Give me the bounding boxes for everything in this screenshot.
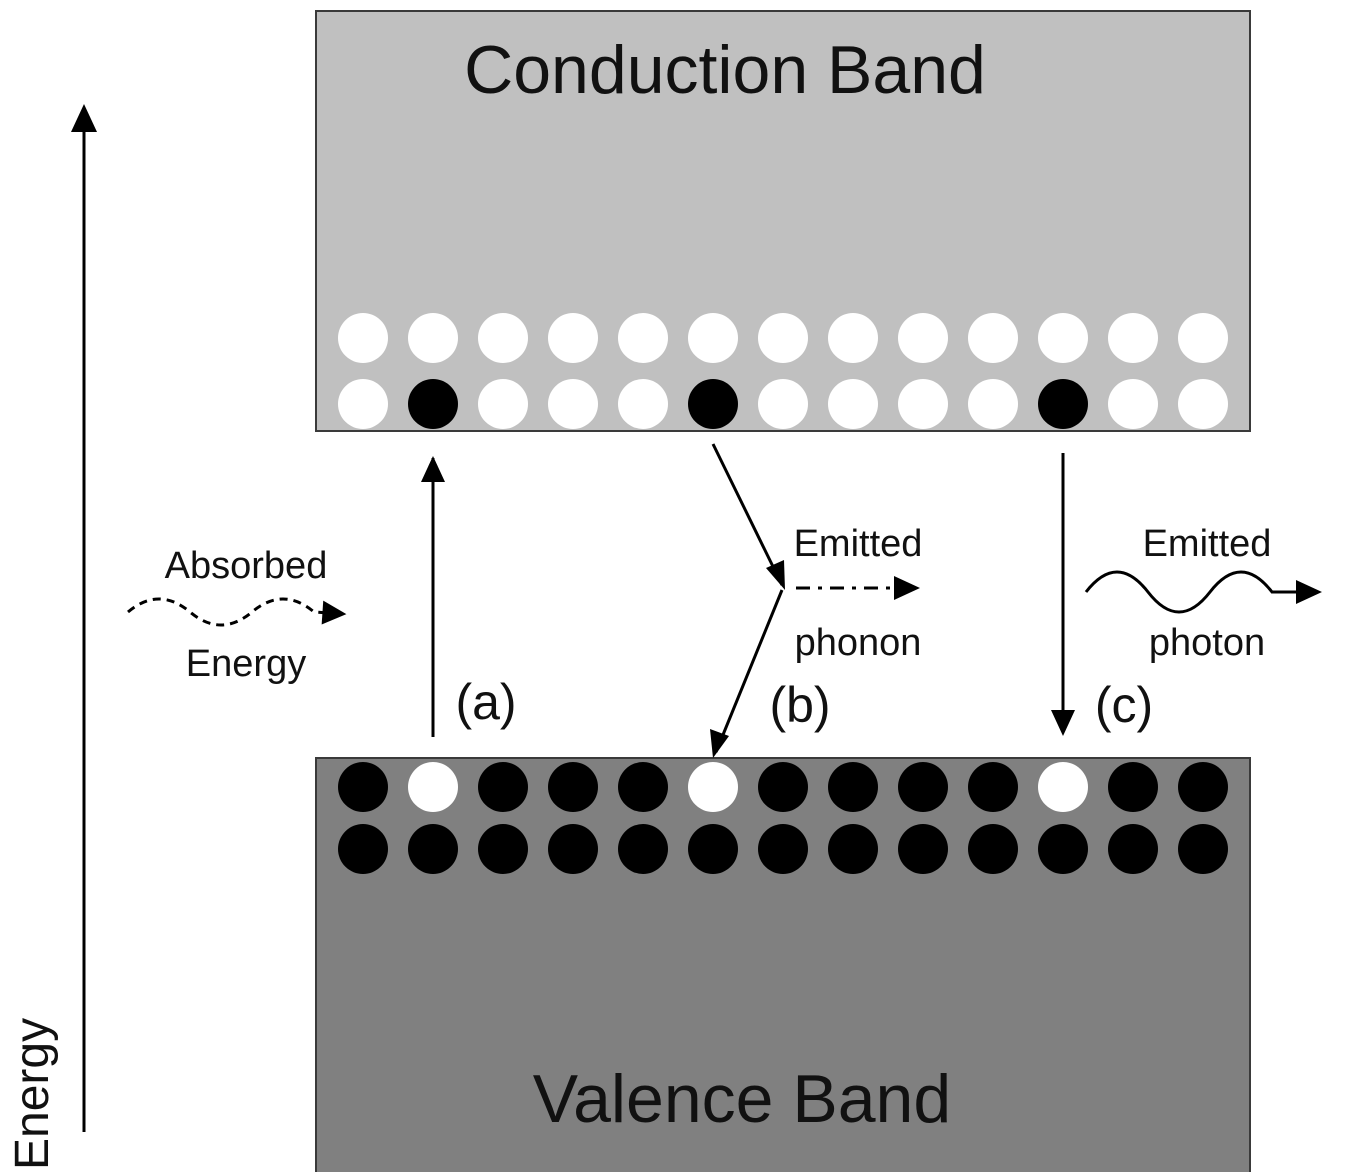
valence-electron	[478, 762, 528, 812]
conduction-state	[898, 379, 948, 429]
valence-electron	[548, 762, 598, 812]
conduction-band	[315, 10, 1251, 432]
valence-electron	[618, 762, 668, 812]
valence-electron	[968, 762, 1018, 812]
conduction-state	[758, 313, 808, 363]
phonon-path-down	[711, 443, 784, 586]
conduction-electron	[1038, 379, 1088, 429]
emitted-phonon-label-bottom: phonon	[795, 622, 922, 664]
valence-electron	[688, 824, 738, 874]
process-c-label: (c)	[1095, 677, 1153, 733]
absorption-arrow-head	[421, 456, 445, 482]
conduction-state	[1178, 313, 1228, 363]
process-a-label: (a)	[455, 674, 516, 730]
process-b-label: (b)	[769, 677, 830, 733]
emitted-photon-wave	[1084, 570, 1298, 614]
conduction-state	[618, 379, 668, 429]
emitted-phonon-label-top: Emitted	[794, 523, 923, 565]
conduction-state	[828, 313, 878, 363]
energy-axis-arrowhead	[71, 104, 97, 132]
conduction-state	[758, 379, 808, 429]
conduction-band-label: Conduction Band	[464, 32, 986, 108]
valence-electron	[828, 762, 878, 812]
energy-axis-label: Energy	[6, 1018, 59, 1170]
valence-hole	[688, 762, 738, 812]
phonon-path-return-head	[710, 729, 729, 758]
emitted-photon-wave-head	[1296, 580, 1322, 604]
conduction-state	[338, 379, 388, 429]
valence-electron	[898, 762, 948, 812]
conduction-state	[968, 379, 1018, 429]
phonon-path-return	[714, 589, 784, 753]
conduction-state	[1108, 313, 1158, 363]
valence-electron	[478, 824, 528, 874]
photon-emission-arrow-head	[1051, 710, 1075, 736]
conduction-state	[478, 379, 528, 429]
valence-electron	[1178, 762, 1228, 812]
conduction-state	[548, 313, 598, 363]
valence-electron	[758, 762, 808, 812]
absorbed-label: Absorbed	[165, 545, 328, 587]
absorbed-energy-wave	[127, 597, 347, 627]
emitted-photon-label-bottom: photon	[1149, 622, 1265, 664]
conduction-state	[828, 379, 878, 429]
conduction-state	[618, 313, 668, 363]
conduction-state	[478, 313, 528, 363]
valence-electron	[828, 824, 878, 874]
conduction-state	[338, 313, 388, 363]
conduction-state	[1038, 313, 1088, 363]
valence-electron	[1038, 824, 1088, 874]
valence-electron	[758, 824, 808, 874]
conduction-state	[548, 379, 598, 429]
conduction-state	[408, 313, 458, 363]
conduction-state	[688, 313, 738, 363]
conduction-state	[1178, 379, 1228, 429]
valence-hole	[408, 762, 458, 812]
conduction-electron	[688, 379, 738, 429]
valence-band-states	[338, 762, 1228, 874]
valence-electron	[1108, 762, 1158, 812]
valence-electron	[618, 824, 668, 874]
valence-hole	[1038, 762, 1088, 812]
valence-electron	[1178, 824, 1228, 874]
valence-band-label: Valence Band	[533, 1061, 951, 1137]
valence-electron	[338, 762, 388, 812]
valence-electron	[968, 824, 1018, 874]
conduction-electron	[408, 379, 458, 429]
valence-electron	[1108, 824, 1158, 874]
conduction-band-states	[338, 313, 1228, 429]
valence-electron	[338, 824, 388, 874]
emitted-photon-label-top: Emitted	[1143, 523, 1272, 565]
conduction-state	[1108, 379, 1158, 429]
valence-electron	[548, 824, 598, 874]
conduction-state	[968, 313, 1018, 363]
absorbed-energy-label: Energy	[186, 643, 306, 685]
emitted-phonon-arrow-head	[894, 576, 920, 600]
valence-electron	[898, 824, 948, 874]
valence-electron	[408, 824, 458, 874]
conduction-state	[898, 313, 948, 363]
phonon-path-down-head	[766, 560, 785, 590]
